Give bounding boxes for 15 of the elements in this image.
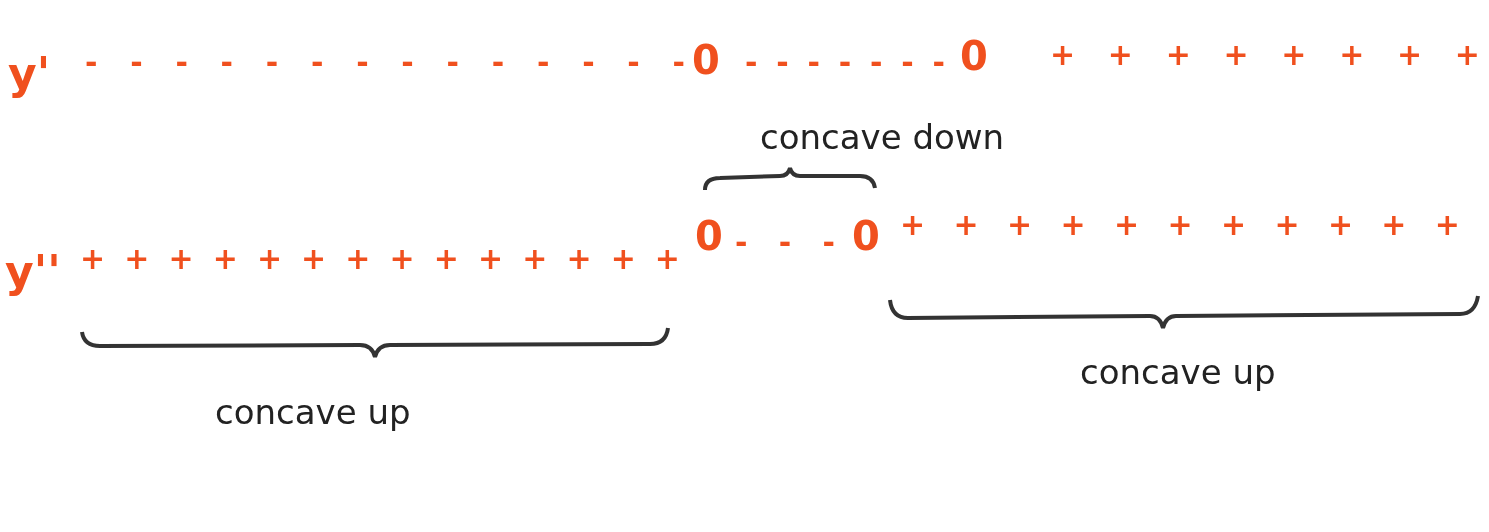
sign-row: - - - [735,228,835,258]
sign-row: - - - - - - - [745,48,945,78]
zero-mark: 0 [852,216,880,256]
sign-label: y'' [5,250,61,294]
interval-label: concave up [215,395,411,429]
zero-mark: 0 [692,40,720,80]
sign-row: - - - - - - - - - - - - - - [85,48,685,78]
interval-label: concave up [1080,355,1276,389]
zero-mark: 0 [695,216,723,256]
sign-row: + + + + + + + + + + + + + + [80,244,680,274]
zero-mark: 0 [960,36,988,76]
interval-label: concave down [760,120,1005,154]
sign-label: y' [8,52,51,96]
sign-row: + + + + + + + + [1050,40,1480,70]
sign-row: + + + + + + + + + + + [900,210,1460,240]
